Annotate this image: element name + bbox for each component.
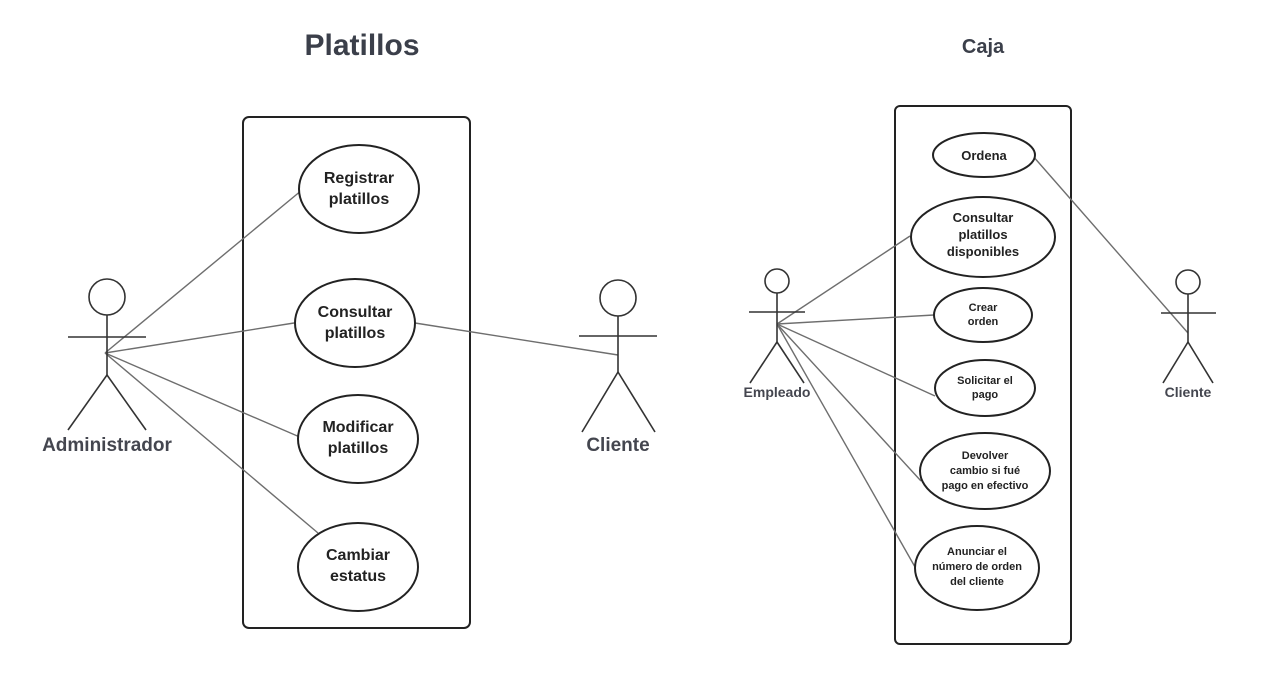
use-case-label-line: disponibles [947, 244, 1019, 259]
actor-administrador: Administrador [42, 278, 173, 456]
actor-right-leg [617, 371, 656, 433]
assoc-empleado-consultar [776, 235, 911, 325]
actor-left-leg [1162, 341, 1189, 384]
use-case-label-line: platillos [958, 227, 1007, 242]
use-case-label-line: platillos [329, 191, 390, 208]
use-case-label-line: pago [972, 389, 999, 401]
use-case-label-line: número de orden [932, 561, 1022, 573]
use-case-label-line: Cambiar [326, 547, 390, 564]
use-case-label-line: Devolver [962, 450, 1009, 462]
platillos-title: Platillos [304, 29, 419, 62]
actor-left-leg [581, 371, 619, 433]
actor-label: Empleado [744, 384, 811, 400]
use-case-devolver-cambio: Devolver cambio si fué pago en efectivo [919, 432, 1051, 510]
use-case-solicitar-el-pago: Solicitar el pago [934, 359, 1036, 417]
use-case-consultar-platillos-disponibles: Consultar platillos disponibles [910, 196, 1056, 278]
use-case-label-line: del cliente [950, 576, 1004, 588]
use-case-ordena: Ordena [932, 132, 1036, 178]
assoc-empleado-crear [776, 314, 935, 325]
caja-title: Caja [962, 36, 1005, 58]
caja-system-boundary [894, 105, 1072, 645]
actor-right-leg [106, 374, 147, 431]
use-case-modificar-platillos: Modificar platillos [297, 394, 419, 484]
assoc-cliente-ordena [1031, 154, 1189, 334]
actor-label: Administrador [42, 435, 172, 456]
actor-left-leg [749, 341, 778, 384]
actor-head [764, 268, 790, 294]
assoc-empleado-devolver [776, 323, 922, 482]
use-case-ellipse [919, 432, 1051, 510]
platillos-diagram: Platillos Registrar platillos Consultar … [42, 29, 657, 629]
use-case-label-line: Solicitar el [957, 375, 1013, 387]
actor-head [1175, 269, 1201, 295]
use-case-label-line: Modificar [322, 419, 393, 436]
use-case-label-line: pago en efectivo [942, 480, 1029, 492]
use-case-ellipse [297, 394, 419, 484]
use-case-anunciar-numero-de-orden: Anunciar el número de orden del cliente [914, 525, 1040, 611]
use-case-ellipse [298, 144, 420, 234]
use-case-label-line: Consultar [953, 210, 1014, 225]
actor-head [599, 279, 637, 317]
assoc-admin-cambiar [104, 352, 319, 534]
use-case-label-line: platillos [325, 325, 386, 342]
use-case-ellipse [934, 359, 1036, 417]
use-case-label-line: Consultar [318, 304, 393, 321]
actor-empleado: Empleado [744, 268, 811, 400]
use-case-ellipse [297, 522, 419, 612]
actor-left-leg [67, 374, 108, 431]
use-case-registrar-platillos: Registrar platillos [298, 144, 420, 234]
use-case-label-line: platillos [328, 440, 389, 457]
use-case-label-line: estatus [330, 568, 386, 585]
use-case-ellipse [294, 278, 416, 368]
assoc-empleado-solicitar [776, 323, 936, 397]
use-case-label-line: Anunciar el [947, 546, 1007, 558]
use-case-label-line: Registrar [324, 170, 394, 187]
actor-right-leg [1187, 341, 1214, 384]
actor-cliente-caja: Cliente [1161, 269, 1216, 400]
actor-right-leg [776, 341, 805, 384]
assoc-admin-modificar [104, 352, 303, 439]
assoc-empleado-anunciar [776, 323, 920, 575]
use-case-consultar-platillos: Consultar platillos [294, 278, 416, 368]
use-case-cambiar-estatus: Cambiar estatus [297, 522, 419, 612]
use-case-label-line: orden [968, 316, 999, 328]
actor-cliente: Cliente [579, 279, 657, 456]
use-case-ellipse [933, 287, 1033, 343]
assoc-admin-registrar [104, 189, 303, 354]
use-case-label-line: cambio si fué [950, 465, 1020, 477]
assoc-cliente-consultar [414, 322, 619, 356]
platillos-associations [104, 189, 619, 534]
caja-diagram: Caja Ordena Consultar platillos disponib… [744, 36, 1216, 645]
use-case-ellipse [910, 196, 1056, 278]
use-case-ellipse [914, 525, 1040, 611]
actor-label: Cliente [1165, 384, 1212, 400]
use-case-crear-orden: Crear orden [933, 287, 1033, 343]
actor-head [88, 278, 126, 316]
caja-associations [776, 154, 1189, 575]
assoc-admin-consultar [104, 322, 295, 354]
use-case-label-line: Crear [969, 302, 998, 314]
use-case-label-line: Ordena [961, 148, 1007, 163]
actor-label: Cliente [586, 435, 649, 456]
platillos-system-boundary [242, 116, 471, 629]
use-case-ellipse [932, 132, 1036, 178]
